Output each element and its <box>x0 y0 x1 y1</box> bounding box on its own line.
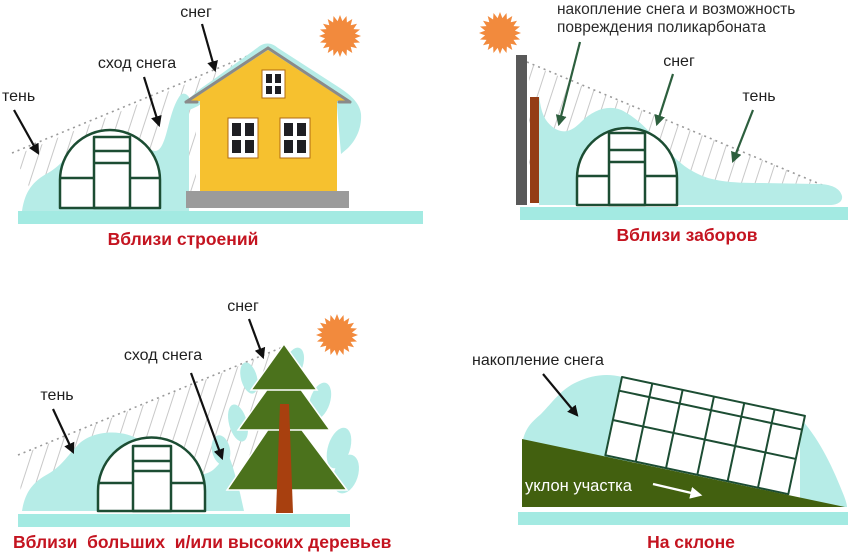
panel-near-buildings: снег сход снега тень Вблизи строений <box>2 4 423 249</box>
arrow-snow-slide <box>142 76 162 128</box>
arrow-accumulation <box>555 41 582 127</box>
sun-icon <box>316 314 358 356</box>
label-shadow: тень <box>40 387 73 404</box>
snow-tail-right <box>800 418 847 507</box>
greenhouse-frame-lines <box>577 148 677 178</box>
label-snow-slide: сход снега <box>98 55 176 72</box>
label-slope-direction: уклон участка <box>525 477 633 495</box>
greenhouse-door <box>92 135 132 210</box>
panel-near-fences: накопление снега и возможность поврежден… <box>479 1 848 245</box>
label-snow-slide: сход снега <box>124 347 202 364</box>
greenhouse-arch <box>575 126 679 207</box>
greenhouse-arch <box>96 436 207 513</box>
greenhouse <box>96 436 207 513</box>
greenhouse-door <box>607 131 647 207</box>
label-snow: снег <box>227 298 259 315</box>
arrow-shadow <box>52 408 75 454</box>
greenhouse-grid-lines <box>612 383 803 488</box>
green-arrows <box>555 41 755 164</box>
wood-post <box>530 97 539 203</box>
roof-edge <box>184 46 352 104</box>
greenhouse <box>58 128 162 210</box>
arrow-shadow <box>13 109 40 155</box>
arrow-snow-slide <box>189 372 225 461</box>
window-attic <box>261 69 286 99</box>
ground-strip <box>18 514 350 527</box>
house <box>184 46 352 208</box>
ground-strip <box>520 207 848 220</box>
caption: Вблизи строений <box>108 229 259 249</box>
snow-accumulation-mound <box>522 374 631 463</box>
slope <box>522 439 845 507</box>
arrow-shadow <box>731 109 755 164</box>
label-accumulation-line2: повреждения поликарбоната <box>557 19 766 36</box>
tree-tier-top <box>249 342 319 391</box>
sun-icon <box>479 12 521 54</box>
arrow-snow <box>247 318 266 360</box>
arrow-snow <box>654 73 675 127</box>
house-foundation <box>186 191 349 208</box>
arrow-slope-direction <box>652 482 703 499</box>
tree-trunk <box>276 404 293 513</box>
greenhouse-door <box>131 444 173 513</box>
arrow-snow <box>200 23 218 73</box>
label-shadow: тень <box>2 88 35 105</box>
sun-icon <box>319 15 361 57</box>
label-snow: снег <box>663 53 695 70</box>
dotted-sight-line <box>11 47 268 154</box>
caption: На склоне <box>647 532 735 552</box>
ground-strip <box>518 512 848 525</box>
greenhouse-tilted <box>604 376 806 496</box>
panel-near-trees: снег сход снега тень Вблизи больших и/ил… <box>13 298 392 552</box>
label-accumulation: накопление снега <box>472 352 604 369</box>
window-panes <box>232 74 306 153</box>
ground-strip <box>18 211 423 224</box>
caption: Вблизи заборов <box>616 225 757 245</box>
greenhouse <box>575 126 679 207</box>
label-accumulation-line1: накопление снега и возможность <box>557 1 795 18</box>
arrow-accumulation <box>542 373 579 417</box>
panel-on-slope: уклон участка накопление снега На склоне <box>472 352 848 552</box>
dotted-sight-line <box>526 61 840 193</box>
caption: Вблизи больших и/или высоких деревьев <box>13 532 392 552</box>
greenhouse-frame-lines <box>60 149 160 180</box>
label-shadow: тень <box>742 88 775 105</box>
greenhouse-arch <box>58 128 162 210</box>
label-snow: снег <box>180 4 212 21</box>
fence-post <box>516 55 527 205</box>
roof-snow <box>183 43 362 154</box>
greenhouse-frame-lines <box>98 459 205 485</box>
